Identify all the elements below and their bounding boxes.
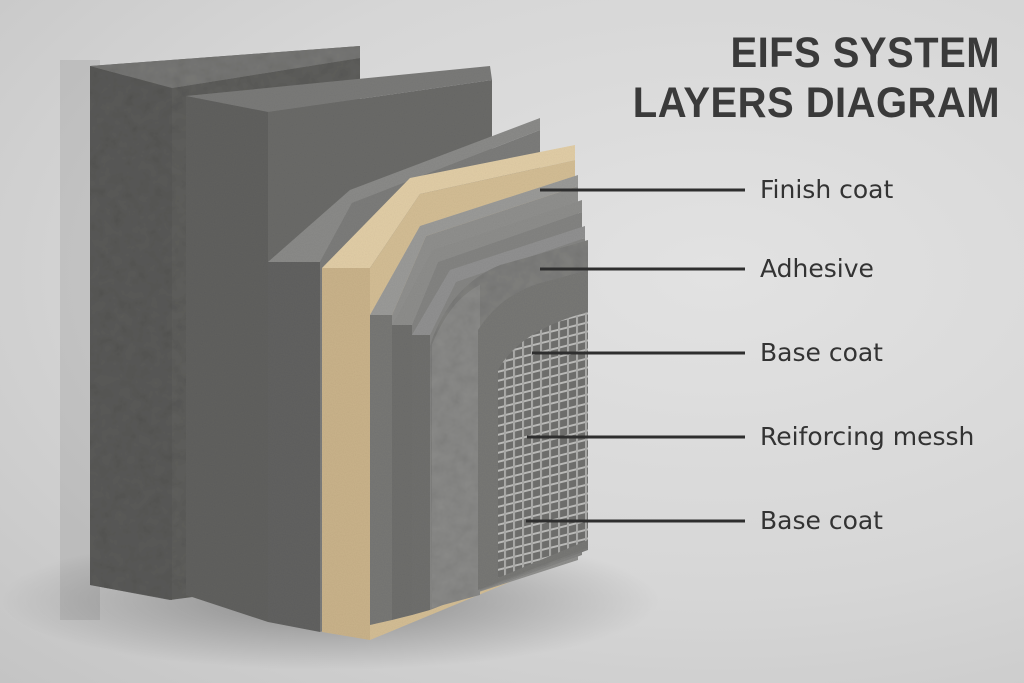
callout-label-reinforcing-mesh: Reiforcing messh [760,422,975,451]
callout-label-adhesive: Adhesive [760,254,874,283]
layer-reinforcing-mesh [498,312,588,578]
title-line-1: EIFS SYSTEM [730,29,1000,77]
diagram-title: EIFS SYSTEM LAYERS DIAGRAM [628,28,1000,128]
title-line-2: LAYERS DIAGRAM [632,79,1000,127]
callout-label-base-coat: Base coat [760,338,883,367]
callout-label-base-coat-2: Base coat [760,506,883,535]
callout-label-finish-coat: Finish coat [760,175,894,204]
